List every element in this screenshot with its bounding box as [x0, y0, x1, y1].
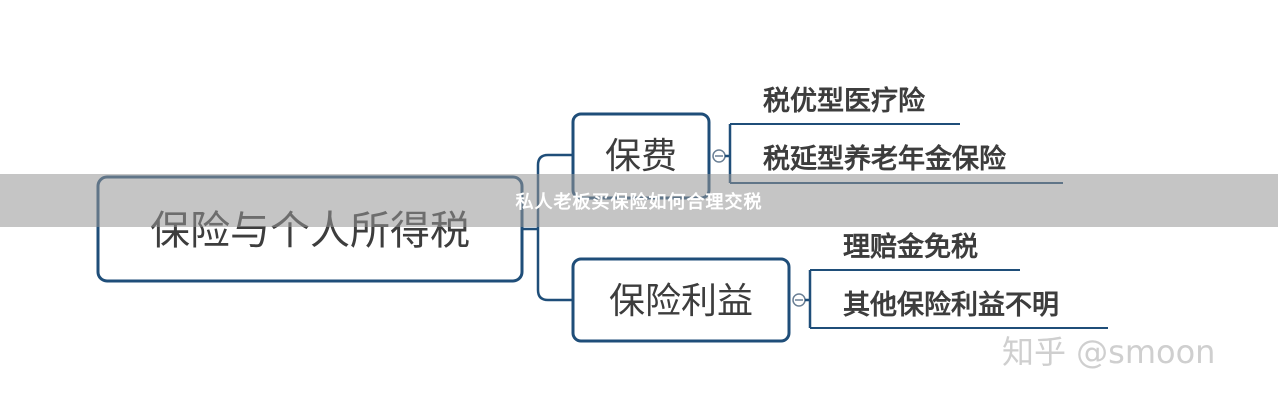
- branch-connector-2: [805, 270, 812, 328]
- branch-node-box-2: [571, 257, 791, 343]
- leaf-label-2-2: 其他保险利益不明: [843, 289, 1059, 321]
- leaf-label-1-2: 税延型养老年金保险: [763, 143, 1007, 175]
- title-banner: 私人老板买保险如何合理交税: [0, 174, 1278, 227]
- root-connector: [522, 153, 573, 302]
- leaf-label-2-1: 理赔金免税: [843, 231, 978, 263]
- watermark-text: 知乎 @smoon: [1002, 333, 1215, 371]
- banner-title: 私人老板买保险如何合理交税: [515, 191, 763, 213]
- leaf-label-1-1: 税优型医疗险: [763, 85, 926, 117]
- branch-connector-1: [725, 124, 732, 183]
- branch-node-label-1: 保费: [605, 136, 677, 177]
- branch-node-label-2: 保险利益: [609, 281, 753, 322]
